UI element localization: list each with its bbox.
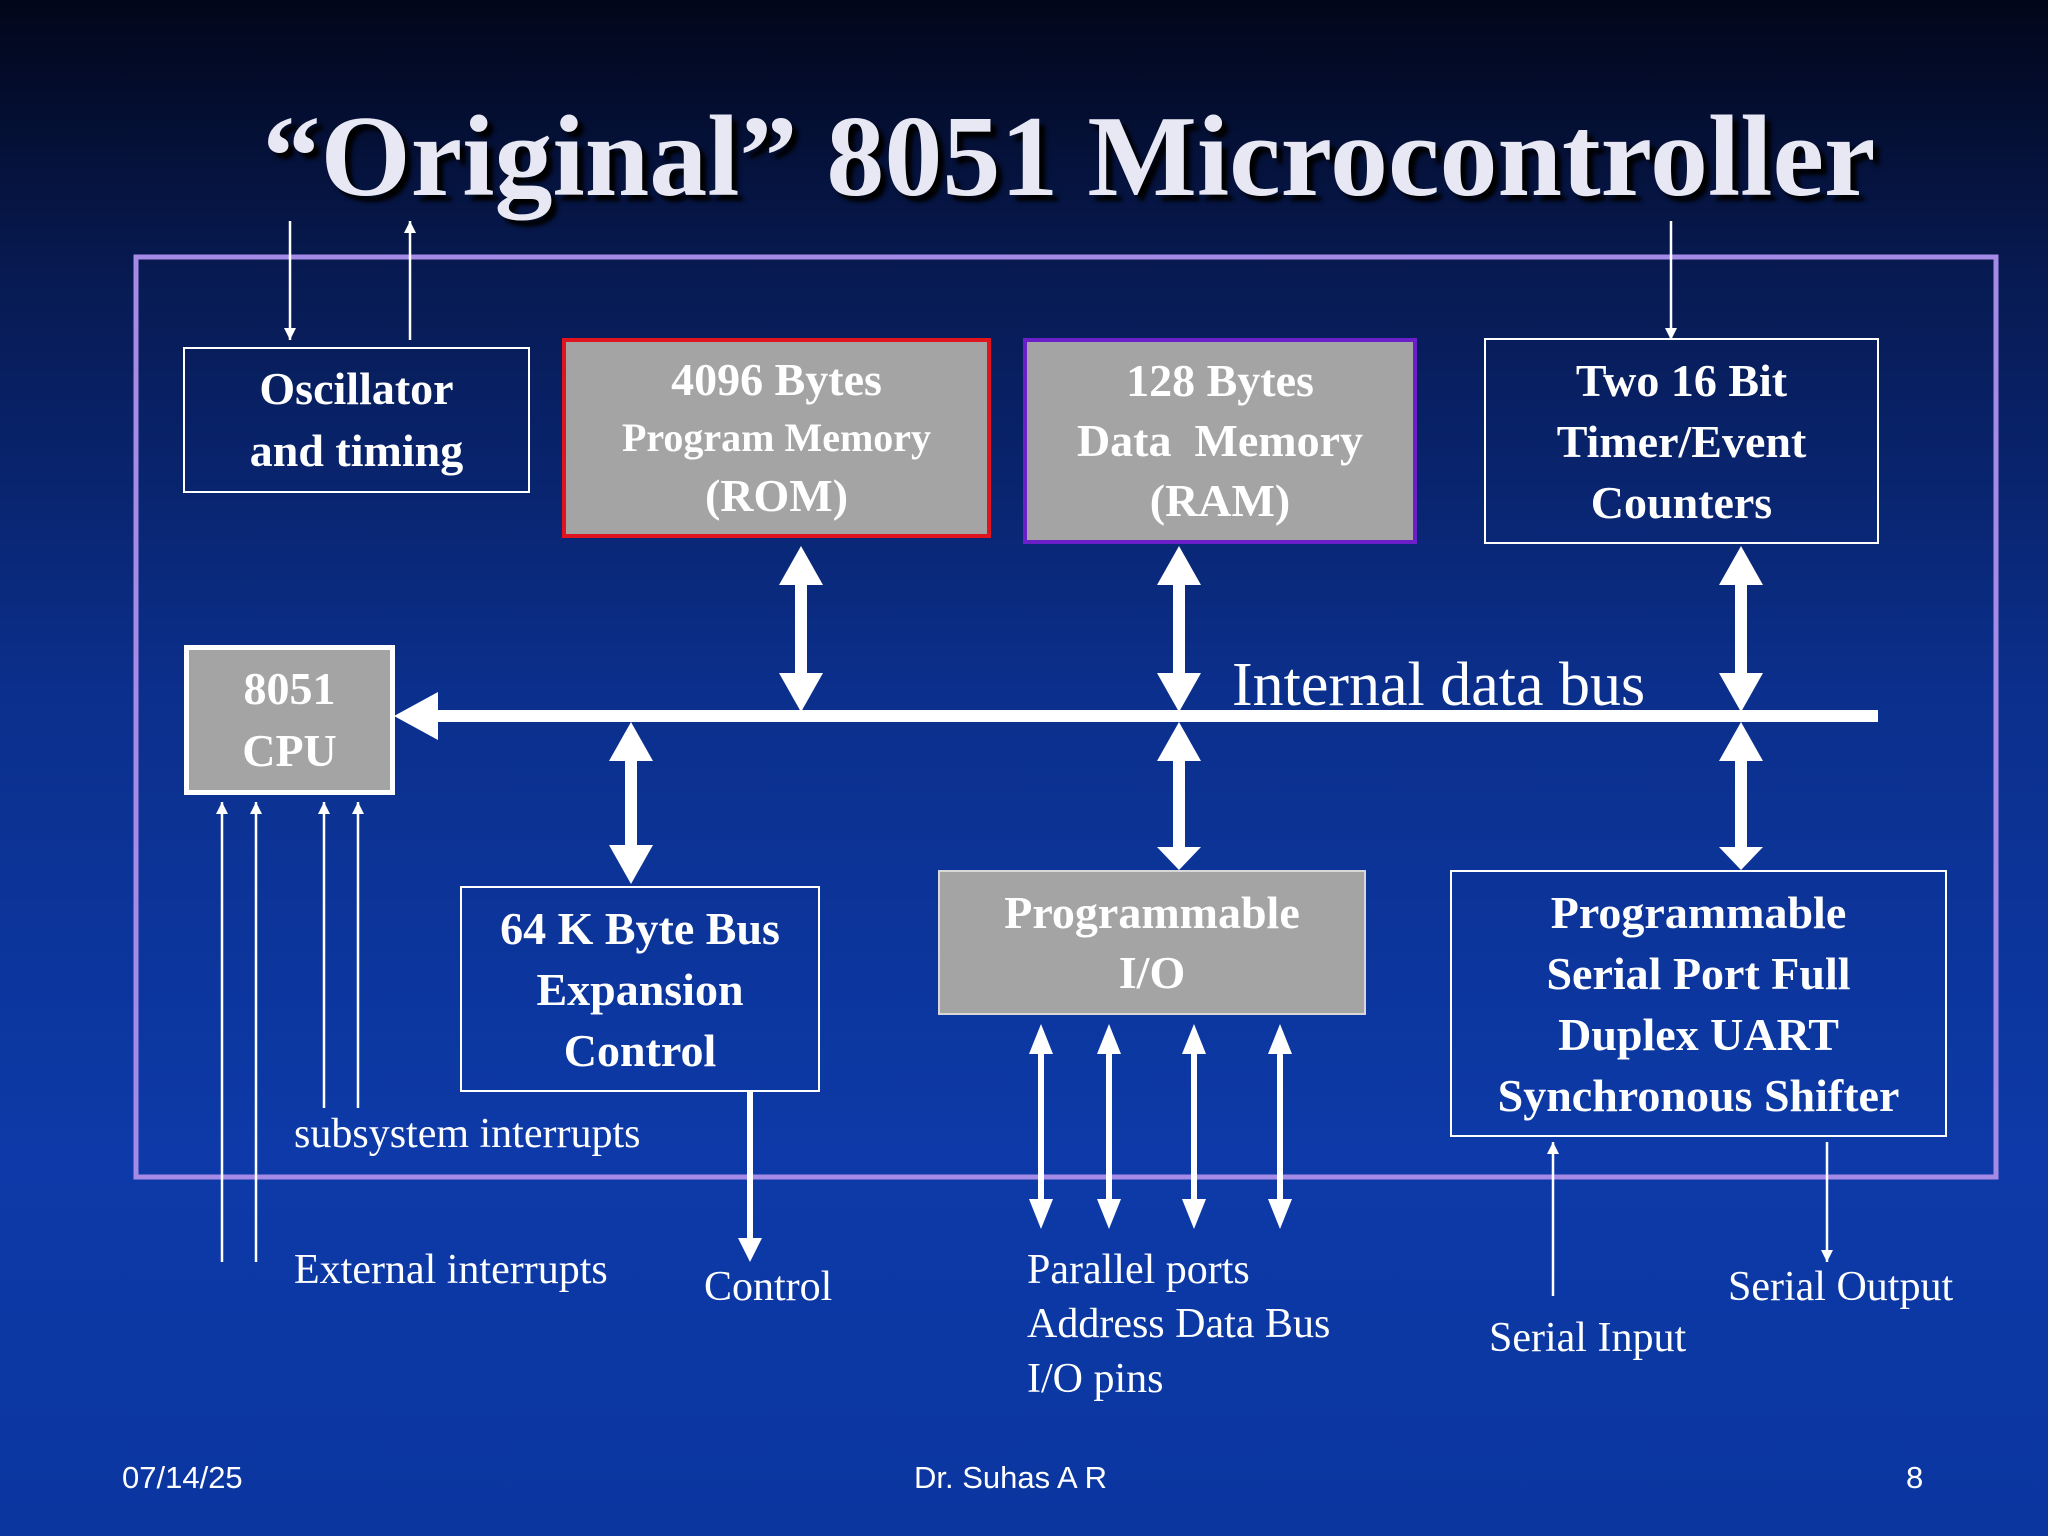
- timer-line-1: Two 16 Bit: [1575, 354, 1788, 406]
- rom-block: 4096 Bytes Program Memory (ROM): [562, 338, 991, 538]
- io-pins-label: I/O pins: [1027, 1356, 1164, 1402]
- parallel-port-arrows: [1029, 1024, 1292, 1229]
- serial-line-3: Duplex UART: [1558, 1008, 1839, 1060]
- ram-block: 128 Bytes Data Memory (RAM): [1023, 338, 1417, 544]
- rom-type: Program Memory: [621, 415, 932, 460]
- subsystem-interrupts-label: subsystem interrupts: [294, 1111, 641, 1157]
- oscillator-line-2: and timing: [249, 425, 464, 476]
- io-block: Programmable I/O: [938, 870, 1366, 1015]
- timer-block: Two 16 Bit Timer/Event Counters: [1484, 338, 1879, 544]
- internal-bus-label: Internal data bus: [1232, 651, 1646, 719]
- timer-line-3: Counters: [1590, 476, 1773, 528]
- bus-expansion-line-3: Control: [563, 1024, 717, 1076]
- bus-expansion-block: 64 K Byte Bus Expansion Control: [460, 886, 820, 1092]
- footer-page-number: 8: [1906, 1460, 1924, 1495]
- footer-author: Dr. Suhas A R: [914, 1460, 1107, 1495]
- ram-size: 128 Bytes: [1126, 355, 1314, 406]
- cpu-line-2: CPU: [242, 725, 337, 776]
- oscillator-lines: [284, 221, 416, 340]
- address-data-bus-label: Address Data Bus: [1027, 1301, 1331, 1347]
- serial-port-block: Programmable Serial Port Full Duplex UAR…: [1450, 870, 1947, 1137]
- cpu-line-1: 8051: [243, 663, 336, 714]
- external-interrupts-label: External interrupts: [294, 1247, 608, 1293]
- bus-arrowhead: [394, 692, 438, 740]
- cpu-block: 8051 CPU: [184, 645, 395, 795]
- control-line: [738, 1092, 762, 1262]
- io-line-1: Programmable: [1004, 886, 1300, 938]
- serial-lines: [1547, 1142, 1833, 1296]
- serial-line-2: Serial Port Full: [1546, 947, 1851, 999]
- serial-line-1: Programmable: [1550, 886, 1847, 938]
- slide-title: “Original” 8051 Microcontroller: [262, 93, 1876, 221]
- bus-connectors: [609, 546, 1763, 884]
- rom-size: 4096 Bytes: [671, 354, 882, 405]
- chip-boundary: [133, 254, 1999, 1180]
- serial-output-label: Serial Output: [1728, 1264, 1954, 1310]
- rom-label: (ROM): [704, 470, 849, 521]
- ram-label: (RAM): [1149, 475, 1291, 526]
- timer-line-2: Timer/Event: [1556, 415, 1807, 467]
- bus-expansion-line-1: 64 K Byte Bus: [500, 902, 780, 954]
- parallel-ports-label: Parallel ports: [1027, 1247, 1250, 1293]
- oscillator-block: Oscillator and timing: [183, 347, 530, 493]
- control-label: Control: [704, 1264, 833, 1310]
- io-line-2: I/O: [1118, 946, 1186, 998]
- interrupt-lines: [216, 802, 364, 1262]
- serial-input-label: Serial Input: [1489, 1315, 1687, 1361]
- oscillator-line-1: Oscillator: [259, 363, 454, 414]
- bus-expansion-line-2: Expansion: [536, 963, 744, 1015]
- serial-line-4: Synchronous Shifter: [1497, 1069, 1900, 1121]
- footer-date: 07/14/25: [122, 1460, 243, 1495]
- ram-type: Data Memory: [1076, 415, 1364, 466]
